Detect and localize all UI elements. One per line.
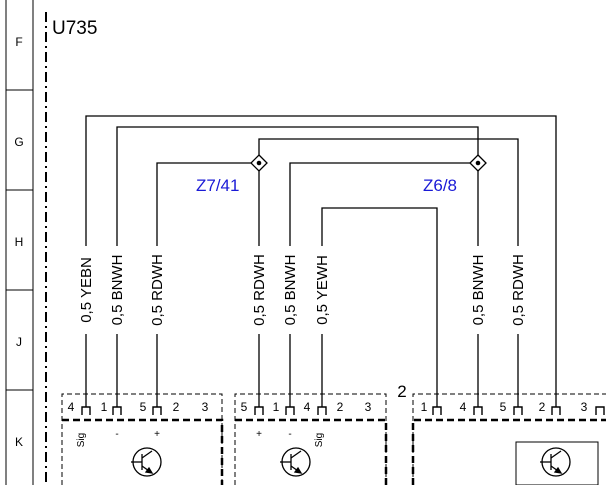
wire-rdwh-left (156, 162, 259, 407)
c2-note-sig: Sig (314, 433, 325, 447)
wire-labels (77, 246, 527, 334)
transistor-icon-3 (540, 447, 571, 477)
connector-2-face (235, 418, 388, 485)
c2-note-plus: + (256, 429, 262, 440)
wire-label-rdwh-2: 0,5 RDWH (251, 254, 268, 326)
c3-pin-4: 4 (460, 400, 467, 414)
splice-z6-8 (469, 154, 487, 172)
wire-label-yebn: 0,5 YEBN (78, 257, 95, 323)
c2-pin-3: 3 (365, 400, 372, 414)
component-label: U735 (52, 18, 97, 39)
c1-pin-3: 3 (202, 400, 209, 414)
row-label-f: F (15, 35, 22, 49)
c1-note-sig: Sig (76, 433, 87, 447)
transistor-icon-1 (131, 447, 162, 477)
row-label-k: K (15, 435, 23, 449)
wire-label-rdwh-1: 0,5 RDWH (149, 254, 166, 326)
splice-z7-41 (250, 154, 268, 172)
c1-pin-1: 1 (101, 400, 108, 414)
c2-pin-1: 1 (273, 400, 280, 414)
pin-terminals (81, 406, 605, 415)
row-grid (5, 0, 34, 485)
splice-label-z7-41: Z7/41 (196, 176, 239, 195)
c1-pin-4: 4 (68, 400, 75, 414)
c2-pin-2: 2 (337, 400, 344, 414)
splice-label-z6-8: Z6/8 (423, 176, 457, 195)
wire-yewh (321, 207, 438, 407)
wire-label-bnwh-3: 0,5 BNWH (470, 255, 487, 326)
c1-pin-5: 5 (140, 400, 147, 414)
c1-note-plus: + (154, 429, 160, 440)
c1-note-minus: - (115, 429, 118, 440)
wire-label-bnwh-1: 0,5 BNWH (109, 255, 126, 326)
connector-3-face (411, 418, 606, 485)
row-label-h: H (15, 235, 24, 249)
c3-pin-2: 2 (539, 400, 546, 414)
c3-pin-3: 3 (581, 400, 588, 414)
connector-3-label: 2 (397, 382, 406, 401)
c2-pin-5: 5 (241, 400, 248, 414)
sensor-box (515, 441, 599, 485)
connector-1-face (62, 418, 224, 485)
row-label-j: J (16, 335, 22, 349)
c2-note-minus: - (288, 429, 291, 440)
c2-pin-4: 4 (304, 400, 311, 414)
row-label-g: G (14, 135, 23, 149)
transistor-icon-2 (280, 447, 311, 477)
connector-3-housing (412, 393, 606, 485)
c1-pin-2: 2 (173, 400, 180, 414)
c3-pin-5: 5 (500, 400, 507, 414)
wire-label-yewh: 0,5 YEWH (314, 255, 331, 325)
connector-faces (62, 418, 606, 485)
wire-label-rdwh-3: 0,5 RDWH (510, 254, 527, 326)
c3-pin-1: 1 (421, 400, 428, 414)
wire-label-bnwh-2: 0,5 BNWH (282, 255, 299, 326)
